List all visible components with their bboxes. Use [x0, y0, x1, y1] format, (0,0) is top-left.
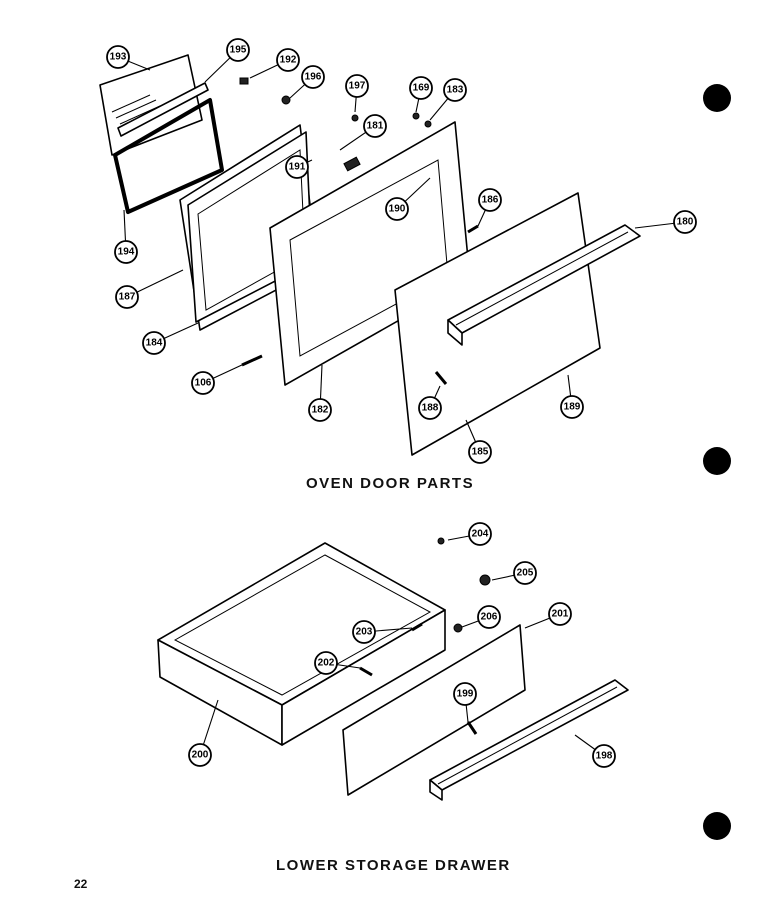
callout-label: 192: [280, 55, 297, 66]
callout-label: 195: [230, 45, 247, 56]
callout-label: 200: [192, 750, 209, 761]
callout-186: 186: [478, 188, 502, 212]
drawer-box: [157, 542, 446, 746]
oven-door-handle: [447, 224, 641, 346]
callout-label: 202: [318, 658, 335, 669]
callout-label: 198: [596, 751, 613, 762]
callout-label: 180: [677, 217, 694, 228]
callout-label: 194: [118, 247, 135, 258]
callout-199: 199: [453, 682, 477, 706]
callout-196: 196: [301, 65, 325, 89]
binder-hole: [703, 812, 731, 840]
screw-hardware: [359, 666, 373, 677]
callout-195: 195: [226, 38, 250, 62]
callout-204: 204: [468, 522, 492, 546]
callout-197: 197: [345, 74, 369, 98]
callout-label: 190: [389, 204, 406, 215]
callout-194: 194: [114, 240, 138, 264]
callout-label: 191: [289, 162, 306, 173]
callout-202: 202: [314, 651, 338, 675]
callout-190: 190: [385, 197, 409, 221]
callout-label: 188: [422, 403, 439, 414]
callout-label: 193: [110, 52, 127, 63]
callout-label: 206: [481, 612, 498, 623]
callout-189: 189: [560, 395, 584, 419]
callout-label: 186: [482, 195, 499, 206]
clip-hardware: [239, 77, 249, 85]
callout-label: 201: [552, 609, 569, 620]
callout-label: 204: [472, 529, 489, 540]
hinge-pin: [467, 224, 479, 234]
window-glass-panel: [99, 54, 203, 156]
drawer-front-panel: [342, 624, 526, 796]
callout-label: 181: [367, 121, 384, 132]
callout-200: 200: [188, 743, 212, 767]
window-gasket: [113, 98, 224, 214]
screw-hardware: [437, 537, 445, 545]
screw-hardware: [466, 721, 478, 735]
callout-188: 188: [418, 396, 442, 420]
callout-201: 201: [548, 602, 572, 626]
screw-hardware: [241, 354, 263, 367]
glass-trim-strip: [117, 82, 209, 137]
callout-label: 197: [349, 81, 366, 92]
callout-206: 206: [477, 605, 501, 629]
screw-hardware: [412, 112, 420, 120]
callout-192: 192: [276, 48, 300, 72]
clip-hardware: [453, 623, 463, 633]
callout-106: 106: [191, 371, 215, 395]
lower-storage-drawer-title: LOWER STORAGE DRAWER: [276, 857, 511, 874]
screw-hardware: [424, 120, 432, 128]
callout-label: 189: [564, 402, 581, 413]
callout-label: 199: [457, 689, 474, 700]
callout-label: 184: [146, 338, 163, 349]
callout-180: 180: [673, 210, 697, 234]
callout-193: 193: [106, 45, 130, 69]
screw-hardware: [281, 95, 291, 105]
callout-183: 183: [443, 78, 467, 102]
oven-door-parts-title: OVEN DOOR PARTS: [306, 475, 475, 492]
callout-205: 205: [513, 561, 537, 585]
screw-hardware: [434, 371, 448, 385]
callout-label: 205: [517, 568, 534, 579]
callout-label: 185: [472, 447, 489, 458]
callout-182: 182: [308, 398, 332, 422]
screw-hardware: [351, 114, 359, 122]
drawer-handle: [429, 679, 629, 801]
callout-203: 203: [352, 620, 376, 644]
callout-181: 181: [363, 114, 387, 138]
callout-label: 196: [305, 72, 322, 83]
callout-label: 106: [195, 378, 212, 389]
binder-hole: [703, 84, 731, 112]
binder-hole: [703, 447, 731, 475]
callout-label: 169: [413, 83, 430, 94]
oven-door-panel: [394, 192, 601, 456]
page-number: 22: [74, 877, 88, 891]
callout-187: 187: [115, 285, 139, 309]
callout-191: 191: [285, 155, 309, 179]
callout-label: 182: [312, 405, 329, 416]
callout-label: 187: [119, 292, 136, 303]
callout-label: 203: [356, 627, 373, 638]
callout-198: 198: [592, 744, 616, 768]
screw-hardware: [411, 622, 423, 632]
callout-169: 169: [409, 76, 433, 100]
callout-185: 185: [468, 440, 492, 464]
callout-label: 183: [447, 85, 464, 96]
knob-hardware: [479, 574, 491, 586]
callout-184: 184: [142, 331, 166, 355]
